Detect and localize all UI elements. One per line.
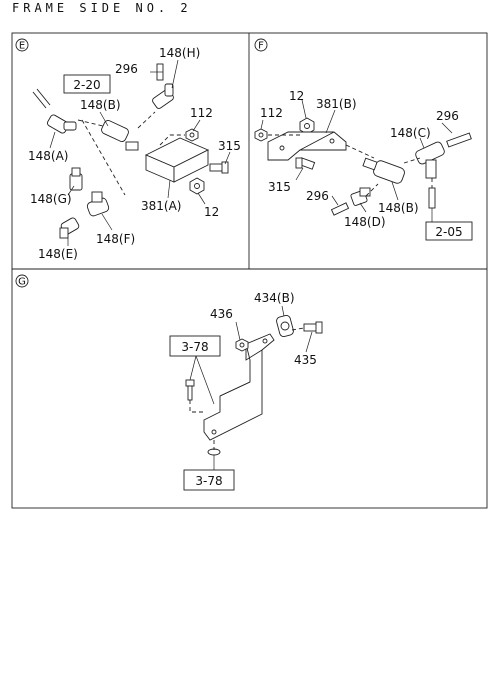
section-g: G bbox=[15, 274, 323, 491]
part-148-b-f bbox=[362, 157, 405, 184]
ref-box-2-05: 2-05 bbox=[425, 221, 473, 241]
svg-text:2-05: 2-05 bbox=[435, 225, 462, 239]
section-e: E bbox=[15, 38, 241, 261]
label-e-148a: 148(A) bbox=[28, 149, 68, 163]
part-2-05-tube bbox=[428, 187, 436, 209]
section-f-marker bbox=[254, 38, 268, 52]
label-f-315: 315 bbox=[268, 180, 291, 194]
part-g-bracket bbox=[203, 333, 275, 441]
label-e-148f: 148(F) bbox=[96, 232, 135, 246]
part-2-20-tube bbox=[32, 88, 51, 109]
label-e-112: 112 bbox=[190, 106, 213, 120]
label-f-148d: 148(D) bbox=[344, 215, 386, 229]
label-f-148c: 148(C) bbox=[390, 126, 431, 140]
part-436-nut bbox=[235, 338, 249, 352]
label-e-148b: 148(B) bbox=[80, 98, 121, 112]
label-g-434b: 434(B) bbox=[254, 291, 295, 305]
label-f-296-right: 296 bbox=[436, 109, 459, 123]
svg-text:3-78: 3-78 bbox=[195, 474, 222, 488]
label-g-436: 436 bbox=[210, 307, 233, 321]
ref-box-3-78-lower: 3-78 bbox=[183, 469, 235, 491]
section-g-marker bbox=[15, 274, 29, 288]
section-f-letter: F bbox=[258, 41, 264, 52]
svg-text:2-20: 2-20 bbox=[73, 78, 100, 92]
ref-box-3-78-upper: 3-78 bbox=[169, 335, 221, 357]
section-e-marker bbox=[15, 38, 29, 52]
section-f: F bbox=[254, 38, 473, 241]
part-148-h bbox=[152, 83, 174, 109]
label-e-381a: 381(A) bbox=[141, 199, 181, 213]
ref-box-2-20: 2-20 bbox=[63, 74, 111, 94]
part-112-f bbox=[254, 128, 268, 142]
part-12-f bbox=[299, 117, 315, 135]
label-e-148g: 148(G) bbox=[30, 192, 72, 206]
section-e-letter: E bbox=[19, 41, 25, 52]
label-e-315: 315 bbox=[218, 139, 241, 153]
label-e-296: 296 bbox=[115, 62, 138, 76]
part-315-f bbox=[295, 157, 316, 170]
section-g-letter: G bbox=[18, 277, 26, 288]
part-296-f-left bbox=[330, 202, 350, 216]
label-e-148h: 148(H) bbox=[159, 46, 200, 60]
part-12-e bbox=[189, 177, 205, 195]
page-title: FRAME SIDE NO. 2 bbox=[12, 1, 192, 15]
svg-text:3-78: 3-78 bbox=[181, 340, 208, 354]
label-g-435: 435 bbox=[294, 353, 317, 367]
part-148-a bbox=[46, 114, 77, 134]
label-e-12: 12 bbox=[204, 205, 219, 219]
label-f-381b: 381(B) bbox=[316, 97, 357, 111]
label-f-12: 12 bbox=[289, 89, 304, 103]
part-435-bolt bbox=[303, 321, 323, 334]
part-434-b-clip bbox=[276, 314, 294, 338]
part-148-b-e bbox=[101, 120, 139, 151]
label-f-112: 112 bbox=[260, 106, 283, 120]
label-f-148b: 148(B) bbox=[378, 201, 419, 215]
part-3-78-bolt-upper bbox=[185, 379, 195, 401]
diagram-frame bbox=[11, 32, 488, 509]
part-148-e bbox=[59, 217, 80, 239]
part-148-g bbox=[69, 167, 83, 191]
part-148-d bbox=[350, 187, 371, 206]
part-112-e bbox=[185, 128, 199, 142]
part-296-f-right bbox=[446, 132, 472, 148]
label-f-296-left: 296 bbox=[306, 189, 329, 203]
part-148-c bbox=[415, 141, 445, 179]
part-148-f bbox=[86, 191, 110, 217]
part-381-b-bracket bbox=[267, 131, 347, 161]
part-381-a-bracket bbox=[144, 137, 210, 183]
part-315-e bbox=[209, 161, 229, 174]
label-e-148e: 148(E) bbox=[38, 247, 78, 261]
